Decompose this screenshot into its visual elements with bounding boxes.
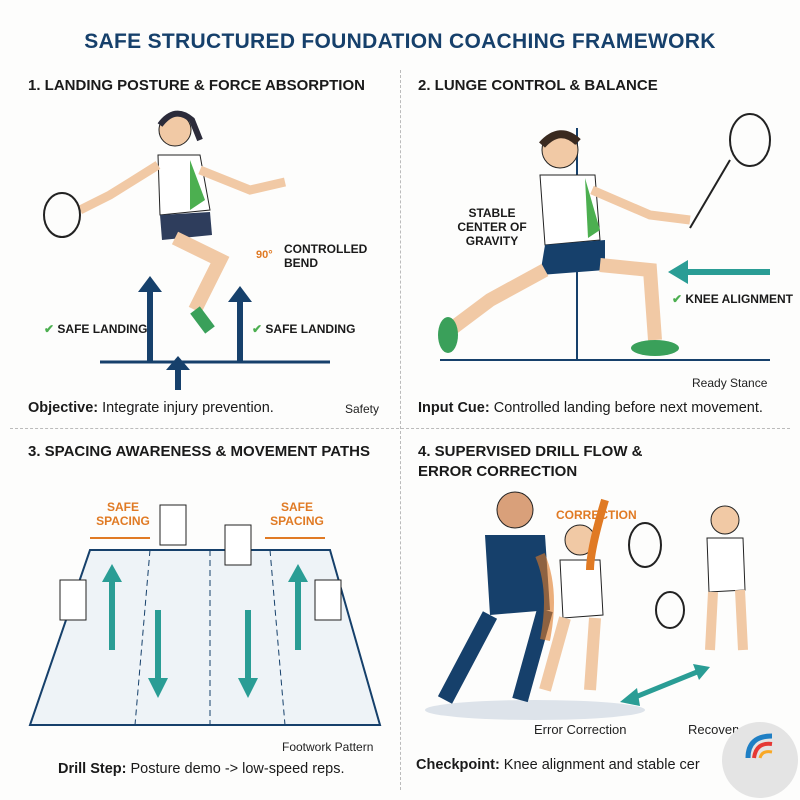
lunge-illustration [438,113,771,361]
logo-swirl-icon [745,733,773,759]
panel-2-caption: Input Cue: Controlled landing before nex… [418,400,763,416]
safe-spacing-right: SAFE SPACING [270,500,324,528]
court-illustration [28,504,382,726]
drill-illustration [425,491,748,720]
page-title: SAFE STRUCTURED FOUNDATION COACHING FRAM… [84,30,716,53]
panel-4-heading: 4. SUPERVISED DRILL FLOW & ERROR CORRECT… [418,443,643,480]
correction-label: CORRECTION [556,508,637,522]
check-icon: ✔ [252,322,263,336]
footwork-pattern-tag: Footwork Pattern [282,740,374,754]
panel-3-heading: 3. SPACING AWARENESS & MOVEMENT PATHS [28,443,370,460]
panel-4-caption: Checkpoint: Knee alignment and stable ce… [416,757,700,773]
error-correction-tag: Error Correction [534,722,627,737]
safe-landing-right: ✔ SAFE LANDING [252,322,356,336]
safe-landing-left: ✔ SAFE LANDING [44,322,148,336]
angle-label: 90° [256,249,273,261]
controlled-bend-label: CONTROLLED BEND [284,242,368,270]
panel-1-heading: 1. LANDING POSTURE & FORCE ABSORPTION [28,77,365,94]
panel-2-heading: 2. LUNGE CONTROL & BALANCE [418,77,658,94]
ready-stance-tag: Ready Stance [692,376,768,390]
panel-1-caption: Objective: Integrate injury prevention. [28,400,274,416]
check-icon: ✔ [44,322,55,336]
academy-logo [722,722,798,798]
panel-3-caption: Drill Step: Posture demo -> low-speed re… [58,761,345,777]
horizontal-divider [10,428,790,429]
safe-spacing-left: SAFE SPACING [96,500,150,528]
center-of-gravity-label: STABLE CENTER OF GRAVITY [457,206,527,248]
vertical-divider [400,70,401,790]
check-icon: ✔ [672,292,683,306]
recovery-tag: Recovery [688,722,743,737]
safety-tag: Safety [345,402,380,416]
landing-illustration [43,110,330,390]
knee-alignment-label: ✔ KNEE ALIGNMENT [672,292,793,306]
